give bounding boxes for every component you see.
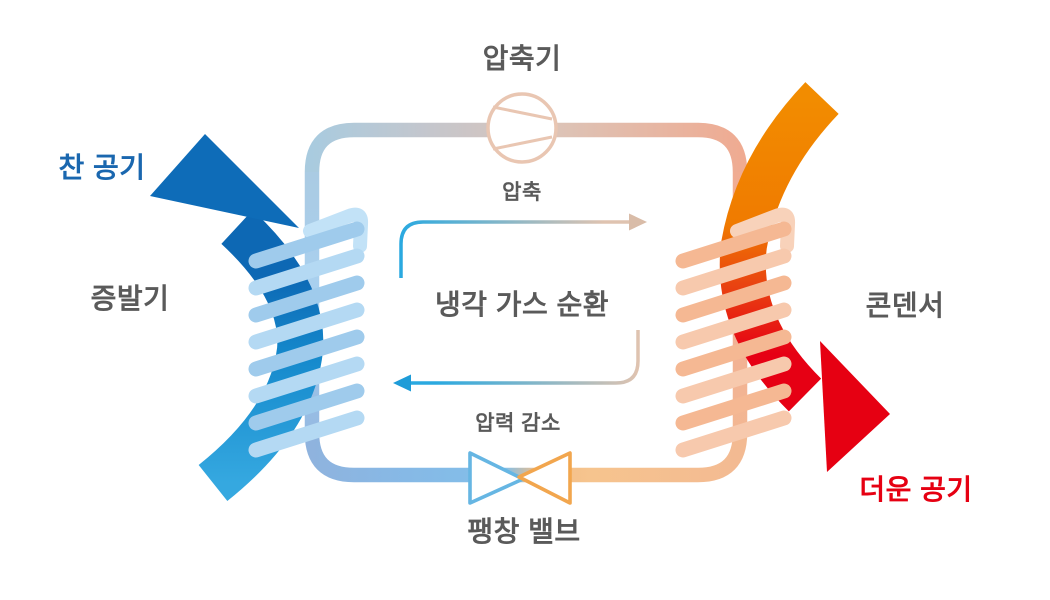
- bowtie-valve-icon: [468, 451, 572, 505]
- coil-bar: [675, 221, 792, 269]
- compressor-circle: [486, 92, 558, 164]
- coil-bar: [248, 302, 365, 350]
- coil-bar: [248, 248, 365, 296]
- pressure-drop-label: 압력 감소: [475, 412, 561, 435]
- circulation-flow-arrows: [393, 213, 647, 392]
- expansion-valve-label: 팽창 밸브: [467, 516, 581, 547]
- compressor-label: 압축기: [482, 43, 562, 74]
- cycle-title-label: 냉각 가스 순환: [434, 289, 610, 320]
- compressor-blade: [492, 105, 553, 121]
- cold-air-label: 찬 공기: [58, 152, 146, 183]
- coil-bar: [248, 275, 365, 323]
- right-arrowhead-icon: [629, 213, 647, 231]
- evaporator-label: 증발기: [90, 283, 170, 314]
- valve-left-triangle: [468, 451, 525, 505]
- condenser-label: 콘덴서: [865, 290, 945, 321]
- coil-bar: [248, 383, 365, 431]
- hot-air-label: 더운 공기: [859, 474, 973, 505]
- coil-bar: [675, 275, 792, 323]
- coil-bar: [675, 302, 792, 350]
- coil-bar: [675, 248, 792, 296]
- coil-bar: [248, 410, 365, 458]
- valve-right-triangle: [517, 451, 572, 505]
- compressor-blade: [492, 135, 553, 151]
- pressure-drop-flow-arrow: [411, 330, 640, 385]
- coil-bar: [248, 329, 365, 377]
- coil-bar: [248, 221, 365, 269]
- pipe-bottom-edge: [304, 432, 748, 483]
- coil-bar: [248, 356, 365, 404]
- compressor-circle-icon: [486, 92, 558, 164]
- coil-bar: [675, 356, 792, 404]
- hot-air-arrow-head: [820, 341, 890, 472]
- compression-label: 압축: [502, 181, 542, 204]
- evaporator-coil-icon: [248, 207, 369, 458]
- coil-bar: [675, 329, 792, 377]
- compression-flow-arrow: [399, 220, 629, 278]
- condenser-coil-icon: [675, 207, 796, 458]
- coil-bar: [675, 410, 792, 458]
- left-arrowhead-icon: [393, 374, 411, 392]
- cold-air-arrow-head: [150, 134, 299, 228]
- coil-bar: [675, 383, 792, 431]
